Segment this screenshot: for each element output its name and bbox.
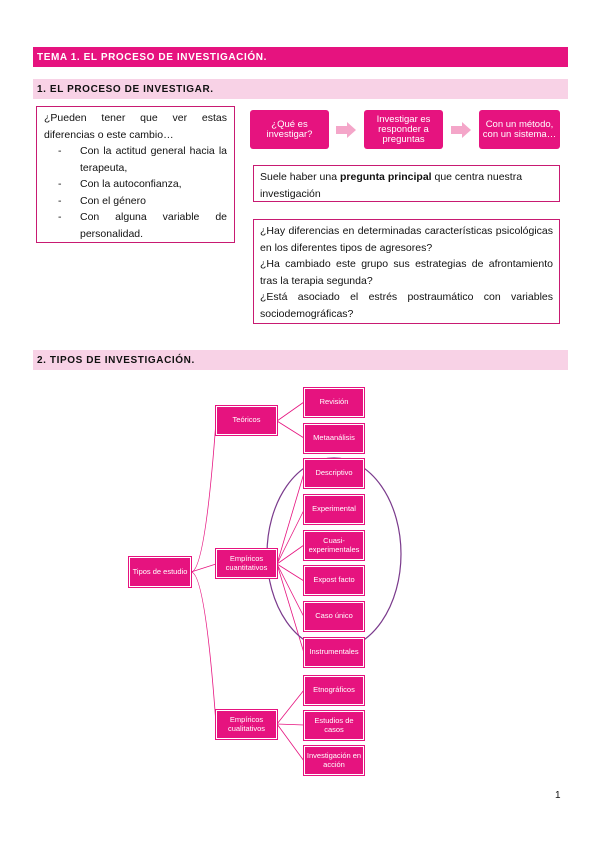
list-item: -Con la autoconfianza, [58,178,182,190]
section-1-heading-text: 1. EL PROCESO DE INVESTIGAR. [37,83,214,95]
page-title-text: TEMA 1. EL PROCESO DE INVESTIGACIÓN. [37,51,267,63]
section-1-heading: 1. EL PROCESO DE INVESTIGAR. [33,79,568,99]
leaf-instrumentales: Instrumentales [304,638,364,667]
bullet-list: -Con la actitud general hacia la terapeu… [44,143,227,242]
leaf-investigacion-en-accion: Investigación en acción [304,746,364,775]
branch-empiricos-cualitativos: Empíricos cualitativos [216,710,277,739]
leaf-caso-unico: Caso único [304,602,364,631]
leaf-etnograficos: Etnográficos [304,676,364,705]
main-question-box: Suele haber una pregunta principal que c… [253,165,560,202]
leaf-metaanalisis: Metaanálisis [304,424,364,453]
branch-teoricos: Teóricos [216,406,277,435]
leaf-revision: Revisión [304,388,364,417]
example-question: ¿Está asociado el estrés postraumático c… [260,291,553,320]
leaf-cuasi-experimentales: Cuasi-experimentales [304,531,364,560]
flow-step-2: Investigar es responder a preguntas [364,110,443,149]
example-question: ¿Hay diferencias en determinadas caracte… [260,225,553,254]
flow-step-3: Con un método, con un sistema… [479,110,560,149]
arrow-right-icon [336,122,356,138]
flow-step-1: ¿Qué es investigar? [250,110,329,149]
leaf-experimental: Experimental [304,495,364,524]
list-item: -Con la actitud general hacia la terapeu… [58,145,227,174]
question-box: ¿Pueden tener que ver estas diferencias … [36,106,235,243]
leaf-descriptivo: Descriptivo [304,459,364,488]
question-intro: ¿Pueden tener que ver estas diferencias … [44,112,227,141]
tree-root: Tipos de estudio [129,557,191,587]
section-2-heading: 2. TIPOS DE INVESTIGACIÓN. [33,350,568,370]
arrow-right-icon [451,122,471,138]
example-question: ¿Ha cambiado este grupo sus estrategias … [260,258,553,287]
list-item: -Con el género [58,194,146,207]
leaf-expost-facto: Expost facto [304,566,364,595]
page-number: 1 [555,790,561,801]
list-item: -Con alguna variable de personalidad. [58,211,227,240]
branch-empiricos-cuantitativos: Empíricos cuantitativos [216,549,277,578]
leaf-estudios-de-casos: Estudios de casos [304,711,364,740]
section-2-heading-text: 2. TIPOS DE INVESTIGACIÓN. [37,354,195,366]
page-title: TEMA 1. EL PROCESO DE INVESTIGACIÓN. [33,47,568,67]
examples-box: ¿Hay diferencias en determinadas caracte… [253,219,560,324]
